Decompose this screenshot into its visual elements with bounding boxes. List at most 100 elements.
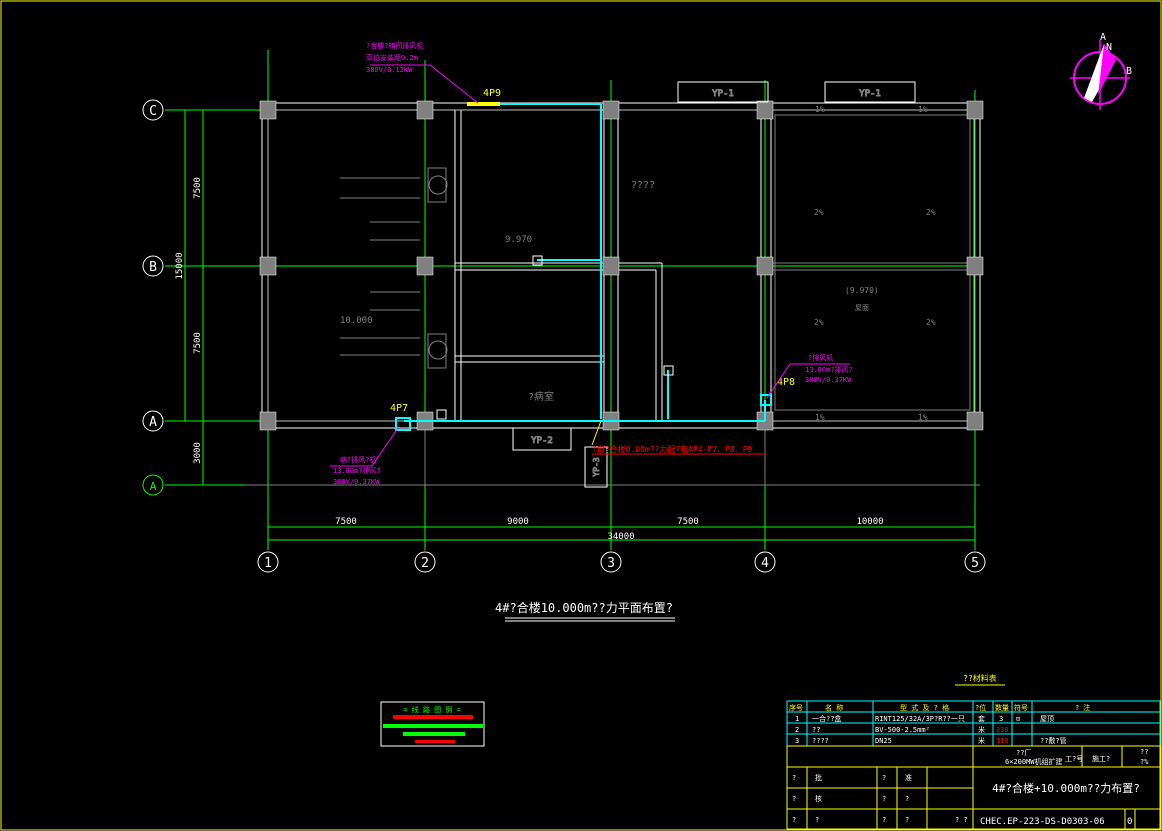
svg-text:?: ? [882, 795, 886, 803]
mat-th-0: 序号 [789, 703, 803, 712]
svg-text:?: ? [792, 795, 796, 803]
mat-r1-c5: ⊡ [1016, 715, 1020, 723]
slope-5: 2% [814, 318, 824, 327]
compass-a-label: A [1100, 32, 1106, 43]
mat-r1-c1: 一合??盒 [812, 714, 841, 723]
svg-text:?: ? [905, 795, 909, 803]
panel-4p8-box [760, 394, 772, 406]
fan-box-3 [436, 409, 447, 420]
svg-text:?: ? [882, 816, 886, 824]
row-bubbles: C B A A [142, 99, 164, 496]
tb-stage: 工?号 [1065, 755, 1083, 763]
svg-text:13.80m?排风?: 13.80m?排风? [333, 466, 381, 475]
level-3: (9.970) [845, 286, 879, 295]
row-bubble-a2 [142, 474, 164, 496]
dim-row-total: 15000 [175, 252, 185, 279]
slope-7: 1% [815, 413, 825, 422]
grid-axes [165, 50, 980, 550]
dim-col-3-4: 7500 [677, 517, 699, 527]
slope-1: 1% [815, 105, 825, 114]
row-label-c: C [149, 104, 157, 119]
drawing-title: 4#?合楼10.000m??力平面布置? [495, 600, 673, 615]
panel-4p9-line [467, 102, 500, 106]
equipment-left-room [340, 167, 448, 369]
mat-th-4: 数量 [995, 703, 1009, 712]
tb-construct: 施工? [1092, 754, 1110, 763]
tb-rev: 0 [1127, 817, 1132, 827]
dimension-horizontal: 7500 9000 7500 10000 34000 [267, 517, 976, 545]
title-block: ??厂 6×200MW机组扩建 工?号 施工? ?? ?% 4#?合楼+10.0… [786, 745, 1161, 830]
col-label-5: 5 [971, 556, 979, 571]
dim-row-a-a: 3000 [193, 442, 203, 464]
mat-th-5: 符号 [1014, 703, 1028, 712]
dim-total: 34000 [607, 532, 634, 542]
panel-4p7-box [395, 417, 411, 431]
slope-3: 2% [814, 208, 824, 217]
slope-4: 2% [926, 208, 936, 217]
tb-vol2: ?% [1140, 758, 1149, 766]
annotation-top: ?合楼?梯间排风机 高位安装距0.2m 380V/0.12KW [366, 41, 479, 104]
structural-columns [259, 100, 984, 431]
mat-r1-c3: 套 [978, 714, 985, 723]
compass-b-label: B [1126, 66, 1132, 77]
level-3-sub: 屋面 [855, 304, 869, 312]
svg-text:?: ? [815, 816, 819, 824]
mat-r2-c2: BV-500-2.5mm² [875, 726, 930, 734]
slope-8: 1% [918, 413, 928, 422]
dim-row-b-a: 7500 [193, 332, 203, 354]
mat-th-3: ?位 [975, 703, 986, 712]
mat-r3-c1: ???? [812, 737, 829, 745]
mat-r3-c4: 110 [996, 737, 1009, 745]
svg-text:?合楼?梯间排风机: ?合楼?梯间排风机 [366, 41, 423, 50]
svg-text:?排风机: ?排风机 [808, 353, 833, 362]
tb-drawing-name: 4#?合楼+10.000m??力布置? [992, 781, 1140, 795]
mat-r1-c0: 1 [795, 715, 799, 723]
row-bubble-b [142, 255, 164, 277]
compass-n-label: N [1106, 42, 1112, 53]
mat-r2-c1: ?? [812, 726, 820, 734]
legend-title: = 线 路 图 例 = [403, 705, 461, 714]
yp-1b-label: YP-1 [859, 89, 881, 99]
slope-6: 2% [926, 318, 936, 327]
row-label-a: A [149, 415, 157, 430]
mat-r1-c2: RINT125/32A/3P?R??一只 [875, 715, 965, 723]
dim-row-c-b: 7500 [193, 177, 203, 199]
mat-th-6: ? 注 [1075, 703, 1090, 712]
mat-r3-c2: DN25 [875, 737, 892, 745]
yp-2-label: YP-2 [531, 436, 553, 446]
svg-text:380V/0.12KW: 380V/0.12KW [366, 66, 413, 74]
dimension-vertical: 7500 7500 3000 15000 [175, 109, 208, 486]
svg-text:核: 核 [815, 794, 822, 803]
col-label-4: 4 [761, 556, 769, 571]
tb-vol: ?? [1140, 748, 1148, 756]
mat-th-1: 名 称 [825, 703, 843, 712]
level-2: 10.000 [340, 316, 373, 326]
annotation-red-source: ?自?合楼0.00m??力配?箱AP4-P7、P8、P9 [591, 420, 765, 455]
svg-text:380V/0.37KW: 380V/0.37KW [805, 376, 852, 384]
room-label-2: ?病室 [528, 390, 554, 403]
row-label-b: B [149, 260, 157, 275]
mat-table-title: ??材料表 [963, 673, 997, 683]
svg-text:?自?合楼0.00m??力配?箱AP4-P7、P8、P9: ?自?合楼0.00m??力配?箱AP4-P7、P8、P9 [592, 444, 753, 454]
yp-boxes: YP-1 YP-1 YP-2 YP-3 [512, 81, 916, 488]
tb-drawing-no: CHEC.EP-223-DS-D0303-06 [980, 817, 1105, 827]
dim-col-4-5: 10000 [856, 517, 883, 527]
fan-box-2 [663, 365, 674, 376]
svg-text:批: 批 [815, 773, 822, 782]
power-cable-route [404, 103, 766, 422]
row-label-a2: A [150, 480, 157, 493]
yp-1a-label: YP-1 [712, 89, 734, 99]
line-legend-box: = 线 路 图 例 = [380, 701, 485, 747]
svg-text:? ?: ? ? [955, 816, 968, 824]
roof-slopes: 1% 1% 2% 2% 2% 2% 1% 1% [814, 105, 936, 422]
dim-col-2-3: 9000 [507, 517, 529, 527]
mat-r2-c0: 2 [795, 726, 799, 734]
mat-r1-c4: 3 [999, 715, 1003, 723]
slope-2: 1% [918, 105, 928, 114]
fan-box-1 [532, 255, 543, 266]
svg-text:?: ? [905, 816, 909, 824]
col-label-2: 2 [421, 556, 429, 571]
mat-r3-c3: 米 [978, 736, 985, 745]
